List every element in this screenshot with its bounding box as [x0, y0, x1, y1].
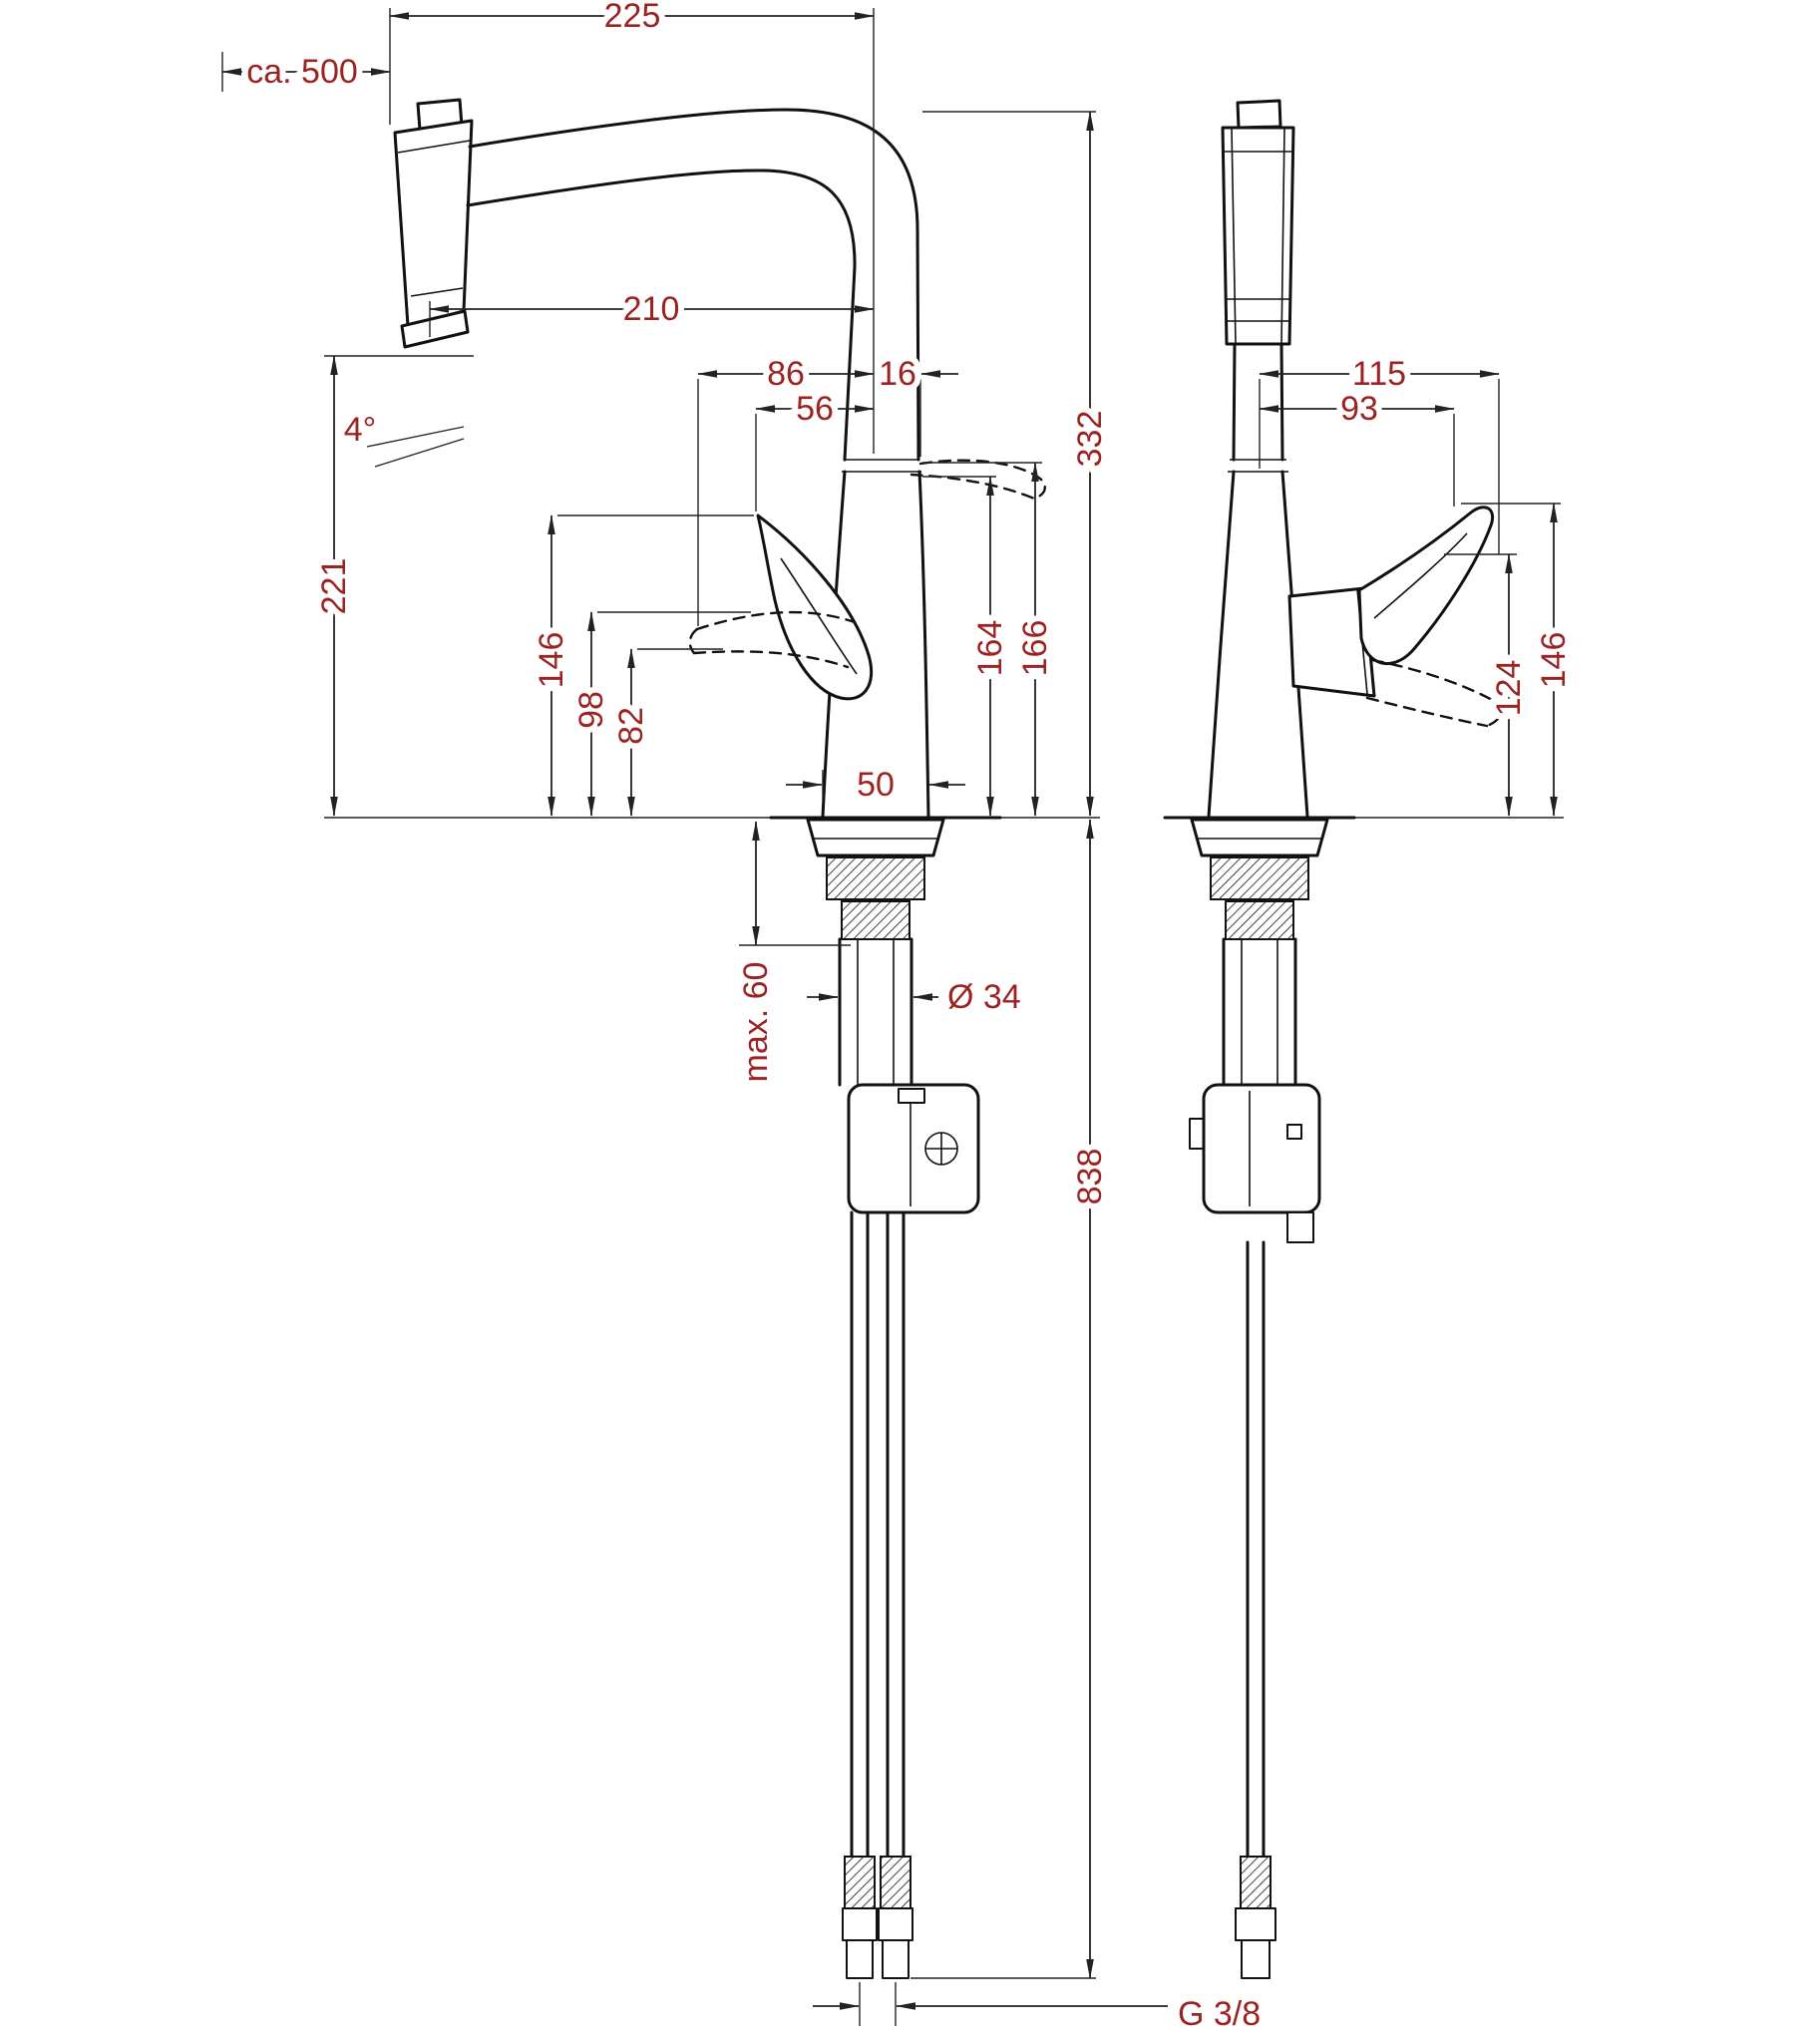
dim-115-label: 115 — [1352, 355, 1406, 393]
spout — [466, 108, 1046, 501]
dim-spout-reach-label: 210 — [623, 290, 680, 328]
dim-82-label: 82 — [612, 707, 650, 745]
spout-side — [1228, 342, 1288, 473]
dim-221-label: 221 — [315, 558, 353, 615]
handle-pivot-side — [1287, 586, 1376, 698]
dim-86-label: 86 — [767, 355, 805, 393]
shank-front — [838, 937, 913, 1087]
escutcheon-front — [806, 818, 945, 857]
technical-drawing-svg: 225 ca. 500 210 86 16 56 4° 221 146 — [221, 0, 1579, 2039]
side-view — [1163, 99, 1564, 1979]
front-view — [324, 98, 1100, 1979]
supply-hoses-front — [842, 1210, 913, 1979]
dim-98-label: 98 — [572, 691, 610, 729]
diverter-valve-side — [1189, 1083, 1321, 1243]
spout-upper-edge — [468, 108, 920, 462]
dim-pullout-hose-label: ca. 500 — [246, 53, 358, 91]
spout-swivel-dashed — [910, 459, 1046, 501]
dimension-annotations: 225 ca. 500 210 86 16 56 4° 221 146 — [221, 0, 1579, 2039]
handle-lever-dashed — [695, 610, 857, 631]
dim-max-deck-label: max. 60 — [737, 962, 775, 1083]
spray-head-base — [400, 309, 470, 349]
diverter-valve-front — [847, 1083, 980, 1214]
hose-nut-left — [842, 1907, 878, 1941]
dim-146-front-label: 146 — [533, 632, 570, 689]
handle-blade-solid-side — [1357, 506, 1494, 666]
hose-nut-side — [1235, 1907, 1276, 1941]
dim-spout-width-label: 225 — [604, 0, 661, 35]
dim-124-label: 124 — [1490, 660, 1528, 717]
mounting-hardware-front — [826, 856, 925, 940]
escutcheon-side — [1190, 818, 1329, 857]
supply-hose-side — [1235, 1240, 1276, 1979]
shank-side — [1222, 937, 1297, 1087]
dim-838-label: 838 — [1071, 1149, 1109, 1205]
handle — [688, 513, 874, 701]
dim-146-side-label: 146 — [1535, 632, 1573, 689]
handle-side — [1287, 506, 1503, 728]
dim-50-label: 50 — [857, 766, 895, 804]
dim-166-label: 166 — [1016, 620, 1054, 677]
dim-16-label: 16 — [879, 355, 916, 393]
valve-box-side — [1202, 1083, 1321, 1214]
valve-box-front — [847, 1083, 980, 1214]
dim-332-label: 332 — [1071, 411, 1109, 468]
spray-head-side — [1221, 99, 1295, 346]
pullout-spray-head — [393, 98, 474, 349]
spout-lower-edge — [466, 169, 857, 462]
hose-nut-right — [878, 1907, 913, 1941]
dim-93-label: 93 — [1340, 390, 1378, 428]
dim-164-label: 164 — [971, 620, 1009, 677]
handle-blade-dashed-side — [1370, 658, 1498, 704]
dim-shank-dia-label: Ø 34 — [947, 978, 1021, 1016]
dim-thread-label: G 3/8 — [1178, 1995, 1261, 2033]
dim-56-label: 56 — [796, 390, 834, 428]
mounting-hardware-side — [1210, 856, 1309, 940]
dim-angle-label: 4° — [344, 411, 377, 449]
